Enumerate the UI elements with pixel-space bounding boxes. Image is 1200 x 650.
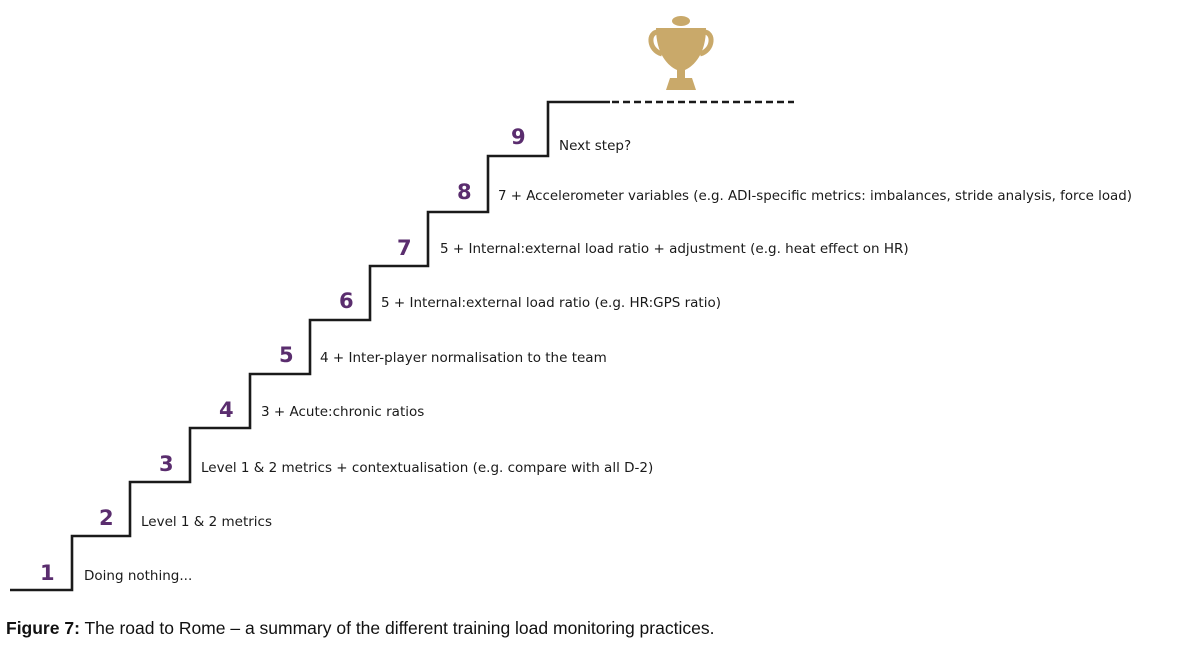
step-label-7: 5 + Internal:external load ratio + adjus… <box>440 241 909 257</box>
step-label-5: 4 + Inter-player normalisation to the te… <box>320 350 607 366</box>
step-label-9: Next step? <box>559 138 632 154</box>
step-number-5: 5 <box>279 343 294 367</box>
step-number-8: 8 <box>457 180 472 204</box>
step-number-2: 2 <box>99 506 114 530</box>
caption-text: The road to Rome – a summary of the diff… <box>79 618 715 638</box>
step-label-3: Level 1 & 2 metrics + contextualisation … <box>201 460 654 476</box>
step-number-1: 1 <box>40 561 55 585</box>
step-number-7: 7 <box>397 236 412 260</box>
step-label-6: 5 + Internal:external load ratio (e.g. H… <box>381 295 721 311</box>
step-number-3: 3 <box>159 452 174 476</box>
step-number-9: 9 <box>511 125 526 149</box>
staircase-line <box>10 100 610 592</box>
staircase <box>10 100 794 592</box>
step-label-1: Doing nothing... <box>84 568 193 584</box>
step-label-8: 7 + Accelerometer variables (e.g. ADI-sp… <box>498 189 1132 204</box>
figure-label: Figure 7: <box>6 618 80 638</box>
step-label-2: Level 1 & 2 metrics <box>141 514 273 530</box>
trophy-icon <box>648 16 714 90</box>
step-number-6: 6 <box>339 289 354 313</box>
step-label-4: 3 + Acute:chronic ratios <box>261 404 425 420</box>
figure-caption: Figure 7: The road to Rome – a summary o… <box>6 618 714 639</box>
step-number-4: 4 <box>219 398 234 422</box>
